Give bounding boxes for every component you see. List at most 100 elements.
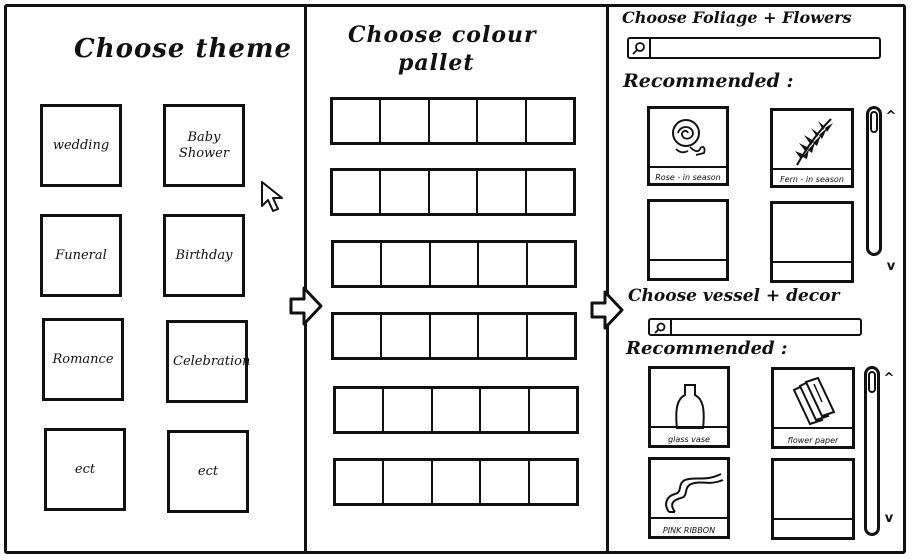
foliage-scrollbar[interactable] xyxy=(866,106,882,256)
palette-swatch[interactable] xyxy=(527,171,573,213)
vessel-scroll-down-arrow[interactable]: v xyxy=(884,511,894,526)
palette-swatch[interactable] xyxy=(481,389,530,431)
palette-row-1[interactable] xyxy=(330,97,576,145)
theme-card-baby-shower[interactable]: Baby Shower xyxy=(163,104,245,187)
palette-row-6[interactable] xyxy=(333,458,579,506)
palette-swatch[interactable] xyxy=(334,315,383,357)
tile-divider xyxy=(774,518,852,520)
fern-icon xyxy=(795,118,833,166)
palette-swatch[interactable] xyxy=(527,100,573,142)
foliage-tile-fern[interactable]: Fern - in season xyxy=(770,108,854,188)
palette-row-4[interactable] xyxy=(331,312,577,360)
foliage-tile-rose[interactable]: Rose - in season xyxy=(647,106,729,186)
next-step-arrow-icon xyxy=(289,286,323,326)
theme-card-ect-1[interactable]: ect xyxy=(44,428,126,511)
foliage-recommended-label: Recommended : xyxy=(623,70,794,92)
vessel-tile-glass-vase[interactable]: glass vase xyxy=(648,366,730,448)
mouse-cursor-icon xyxy=(261,181,283,212)
vessel-tile-pink-ribbon[interactable]: PINK RIBBON xyxy=(648,457,730,539)
palette-swatch[interactable] xyxy=(384,389,433,431)
palette-swatch[interactable] xyxy=(381,100,430,142)
palette-swatch[interactable] xyxy=(528,243,574,285)
theme-card-label: ect xyxy=(74,461,96,477)
palette-row-2[interactable] xyxy=(330,168,576,216)
vessel-panel-title: Choose vessel + decor xyxy=(628,286,840,306)
vessel-scroll-up-arrow[interactable]: ^ xyxy=(883,371,895,386)
tile-divider xyxy=(651,517,727,519)
tile-caption: glass vase xyxy=(668,435,710,444)
vessel-tile-empty[interactable] xyxy=(771,458,855,540)
tile-caption: Fern - in season xyxy=(780,175,844,184)
palette-swatch[interactable] xyxy=(382,243,431,285)
theme-panel-title: Choose theme xyxy=(74,34,293,64)
tile-divider xyxy=(774,427,852,429)
tile-caption: PINK RIBBON xyxy=(662,526,716,535)
palette-swatch[interactable] xyxy=(336,389,385,431)
theme-card-funeral[interactable]: Funeral xyxy=(40,214,122,297)
foliage-panel-title: Choose Foliage + Flowers xyxy=(622,8,852,27)
theme-card-ect-2[interactable]: ect xyxy=(167,430,249,513)
tile-divider xyxy=(650,259,726,261)
rose-icon xyxy=(672,119,706,156)
foliage-tile-empty-2[interactable] xyxy=(770,201,854,283)
vessel-search-icon-box xyxy=(650,320,672,334)
theme-card-romance[interactable]: Romance xyxy=(42,318,124,401)
panel-divider-1 xyxy=(304,4,307,554)
paper-icon xyxy=(792,376,836,426)
palette-swatch[interactable] xyxy=(333,100,382,142)
ribbon-icon xyxy=(665,473,724,513)
palette-swatch[interactable] xyxy=(336,461,385,503)
palette-swatch[interactable] xyxy=(530,461,576,503)
theme-card-label: Funeral xyxy=(55,247,107,263)
palette-swatch[interactable] xyxy=(333,171,382,213)
theme-card-label: Baby Shower xyxy=(178,129,230,161)
theme-card-wedding[interactable]: wedding xyxy=(40,104,122,187)
palette-swatch[interactable] xyxy=(478,100,527,142)
palette-swatch[interactable] xyxy=(479,315,528,357)
palette-swatch[interactable] xyxy=(433,461,482,503)
vessel-scroll-thumb[interactable] xyxy=(868,371,876,393)
tile-divider xyxy=(773,168,851,170)
palette-swatch[interactable] xyxy=(430,171,479,213)
foliage-scroll-down-arrow[interactable]: v xyxy=(886,259,896,274)
foliage-scroll-thumb[interactable] xyxy=(870,111,878,133)
palette-swatch[interactable] xyxy=(481,461,530,503)
palette-row-5[interactable] xyxy=(333,386,579,434)
vessel-tile-flower-paper[interactable]: flower paper xyxy=(771,367,855,449)
foliage-search-bar[interactable] xyxy=(627,37,881,59)
next-step-arrow-icon xyxy=(590,290,624,330)
search-icon xyxy=(632,42,645,55)
vessel-search-input[interactable] xyxy=(674,321,856,333)
tile-divider xyxy=(773,261,851,263)
vessel-search-bar[interactable] xyxy=(648,318,862,336)
theme-card-celebration[interactable]: Celebration xyxy=(166,320,251,403)
foliage-search-input[interactable] xyxy=(653,40,875,56)
tile-divider xyxy=(651,426,727,428)
foliage-tile-empty-1[interactable] xyxy=(647,199,729,281)
vessel-recommended-label: Recommended : xyxy=(626,338,788,359)
theme-card-label: ect xyxy=(197,463,219,479)
palette-swatch[interactable] xyxy=(381,171,430,213)
foliage-scroll-up-arrow[interactable]: ^ xyxy=(885,109,897,124)
theme-card-label: Romance xyxy=(52,351,114,367)
palette-swatch[interactable] xyxy=(334,243,383,285)
tile-caption: flower paper xyxy=(787,436,839,445)
panel-divider-2 xyxy=(606,4,609,554)
vessel-scrollbar[interactable] xyxy=(864,366,880,536)
palette-swatch[interactable] xyxy=(478,171,527,213)
palette-swatch[interactable] xyxy=(431,243,480,285)
theme-card-label: Celebration xyxy=(173,353,251,369)
palette-swatch[interactable] xyxy=(530,389,576,431)
palette-row-3[interactable] xyxy=(331,240,577,288)
foliage-search-icon-box xyxy=(629,39,651,57)
palette-swatch[interactable] xyxy=(433,389,482,431)
palette-swatch[interactable] xyxy=(430,100,479,142)
theme-card-birthday[interactable]: Birthday xyxy=(163,214,245,297)
palette-swatch[interactable] xyxy=(431,315,480,357)
theme-card-label: wedding xyxy=(52,137,110,153)
palette-swatch[interactable] xyxy=(384,461,433,503)
palette-swatch[interactable] xyxy=(382,315,431,357)
palette-swatch[interactable] xyxy=(528,315,574,357)
palette-swatch[interactable] xyxy=(479,243,528,285)
tile-divider xyxy=(650,166,726,168)
